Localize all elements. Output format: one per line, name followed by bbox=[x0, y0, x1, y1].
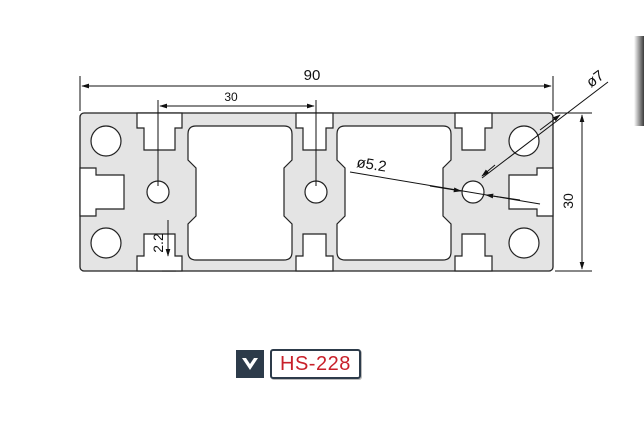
dimension-small-hole bbox=[349, 171, 541, 205]
profile-section bbox=[79, 112, 554, 272]
model-label: HS-228 bbox=[270, 349, 361, 379]
dimension-pitch bbox=[157, 100, 317, 186]
dim-overall-width-label: 90 bbox=[304, 67, 321, 84]
dim-large-hole-label: ø7 bbox=[583, 67, 607, 91]
dim-small-hole-label: ø5.2 bbox=[355, 154, 387, 175]
dim-pitch-label: 30 bbox=[224, 90, 238, 104]
dim-height-label: 30 bbox=[560, 193, 576, 209]
edge-strip bbox=[634, 36, 644, 126]
dimension-height bbox=[555, 112, 592, 272]
dim-wall-label: 2.2 bbox=[150, 233, 166, 253]
brand-v-icon bbox=[236, 350, 264, 378]
dimension-wall bbox=[162, 220, 176, 272]
product-badge: HS-228 bbox=[236, 349, 361, 379]
dimension-large-hole bbox=[481, 81, 609, 179]
dimension-overall-width bbox=[79, 76, 554, 111]
